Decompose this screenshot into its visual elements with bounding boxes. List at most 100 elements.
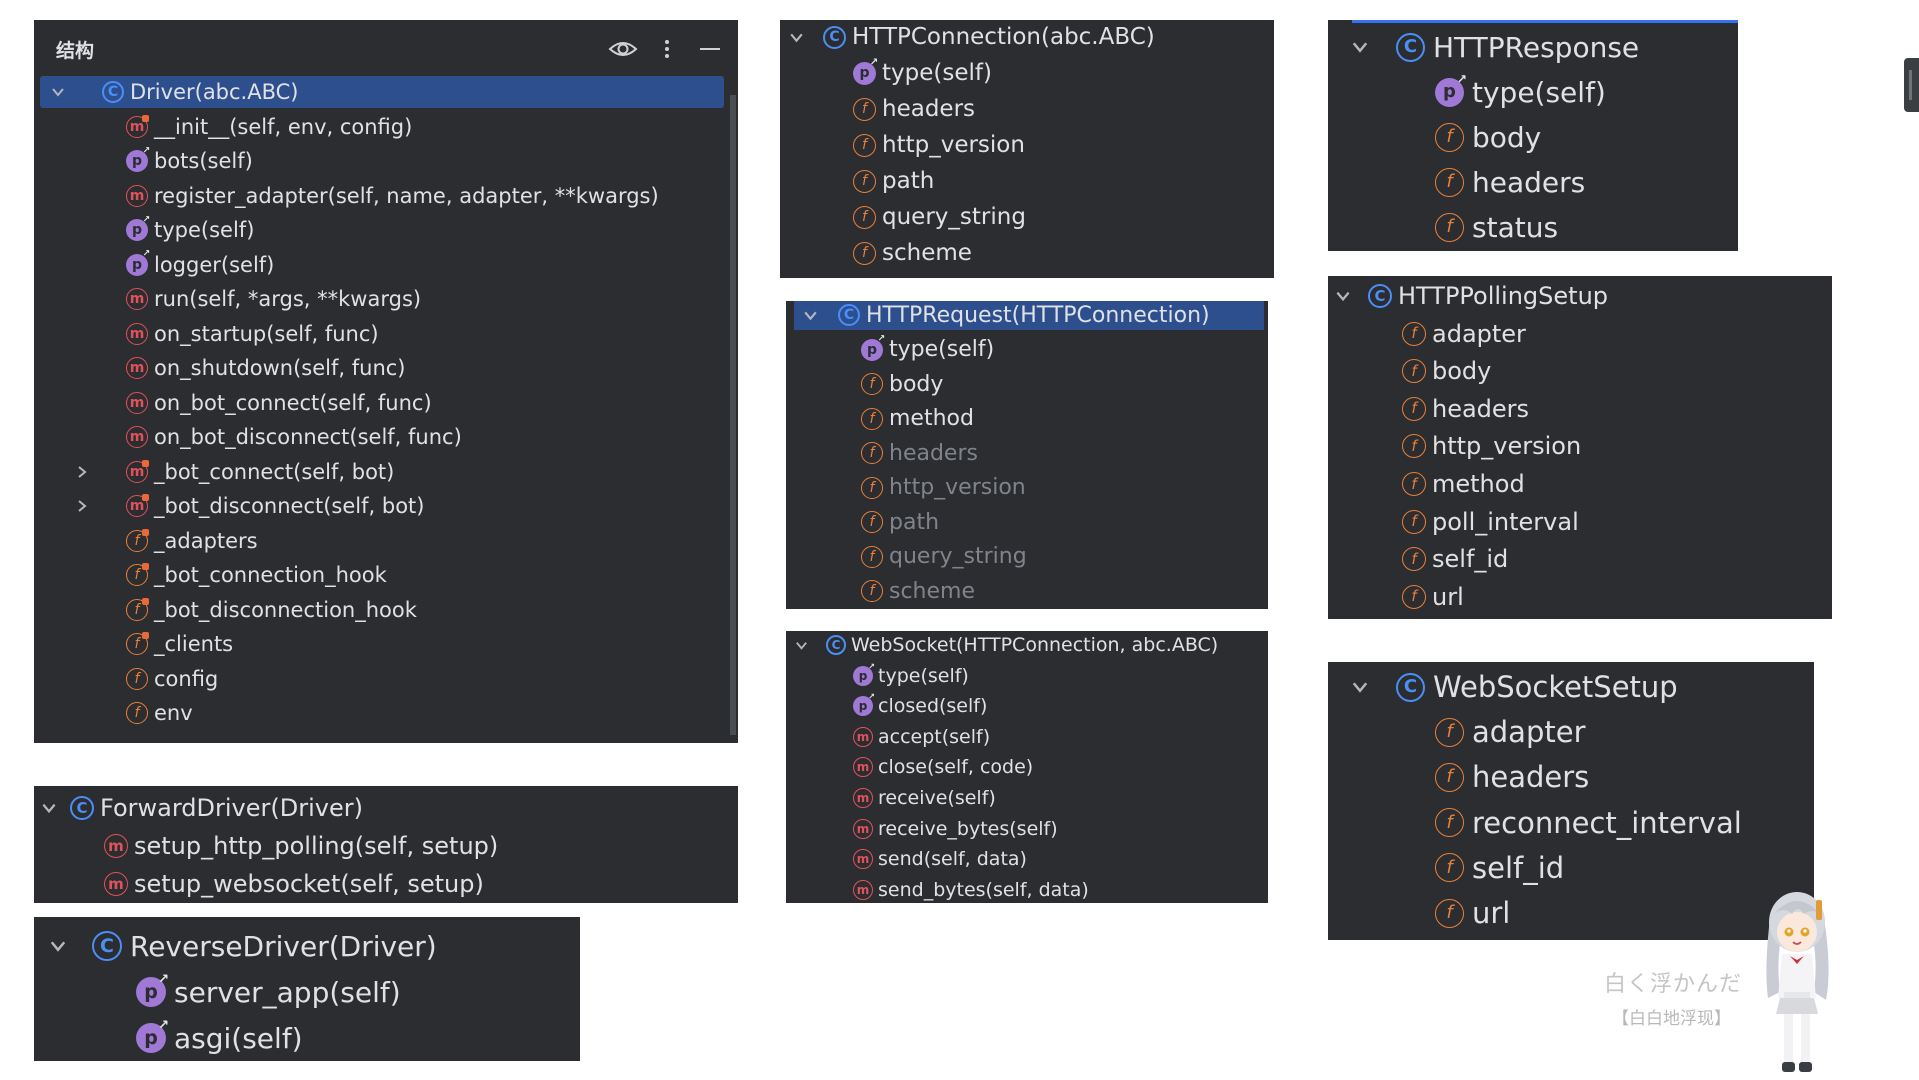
chevron-right-icon[interactable] [74, 490, 90, 522]
chevron-down-icon[interactable] [1350, 26, 1370, 68]
tree-member-node[interactable]: p↗logger(self) [34, 249, 738, 281]
chevron-down-icon[interactable] [788, 20, 805, 54]
chevron-right-icon[interactable] [74, 456, 90, 488]
chevron-down-icon[interactable] [1350, 666, 1370, 708]
tree-member-node[interactable]: f_bot_disconnection_hook [34, 594, 738, 626]
tree-member-node[interactable]: m_bot_connect(self, bot) [34, 456, 738, 488]
more-options-icon[interactable] [662, 38, 672, 60]
tree-member-node[interactable]: m_bot_disconnect(self, bot) [34, 490, 738, 522]
prop-icon: p↗ [126, 146, 150, 172]
tree-member-node[interactable]: f_bot_connection_hook [34, 559, 738, 591]
chevron-down-icon[interactable] [48, 925, 68, 967]
tree-node-label: scheme [889, 578, 976, 604]
tree-member-node[interactable]: f_adapters [34, 525, 738, 557]
panel-top-accent [1352, 20, 1738, 23]
tree-member-node[interactable]: p↗server_app(self) [34, 971, 580, 1013]
eye-icon[interactable] [608, 38, 638, 60]
tree-node-label: run(self, *args, **kwargs) [154, 287, 422, 311]
tree-member-node[interactable]: p↗bots(self) [34, 145, 738, 177]
tree-member-node[interactable]: p↗type(self) [786, 662, 1268, 690]
tree-member-node[interactable]: p↗type(self) [34, 214, 738, 246]
chevron-down-icon[interactable] [40, 790, 58, 826]
tree-node-label: _bot_connection_hook [154, 563, 387, 587]
minimize-icon[interactable] [698, 38, 722, 60]
structure-scrollbar[interactable] [730, 95, 736, 735]
chevron-down-icon[interactable] [802, 301, 819, 330]
chevron-down-icon[interactable] [1334, 278, 1352, 314]
edge-tab[interactable] [1904, 58, 1919, 112]
tree-node-label: on_startup(self, func) [154, 321, 379, 346]
tree-node-content: f_bot_disconnection_hook [126, 594, 417, 626]
chevron-down-icon[interactable] [50, 76, 66, 108]
tree-member-node[interactable]: m__init__(self, env, config) [34, 111, 738, 143]
tree-member-node[interactable]: p↗type(self) [786, 335, 1268, 365]
tree-member-node[interactable]: p↗asgi(self) [34, 1017, 580, 1059]
tree-member-node[interactable]: f_clients [34, 628, 738, 660]
tree-member-node[interactable]: p↗type(self) [780, 56, 1274, 90]
tree-member-node[interactable]: p↗closed(self) [786, 692, 1268, 720]
tree-member-node[interactable]: p↗type(self) [1328, 71, 1738, 113]
chevron-down-icon[interactable] [794, 631, 809, 659]
